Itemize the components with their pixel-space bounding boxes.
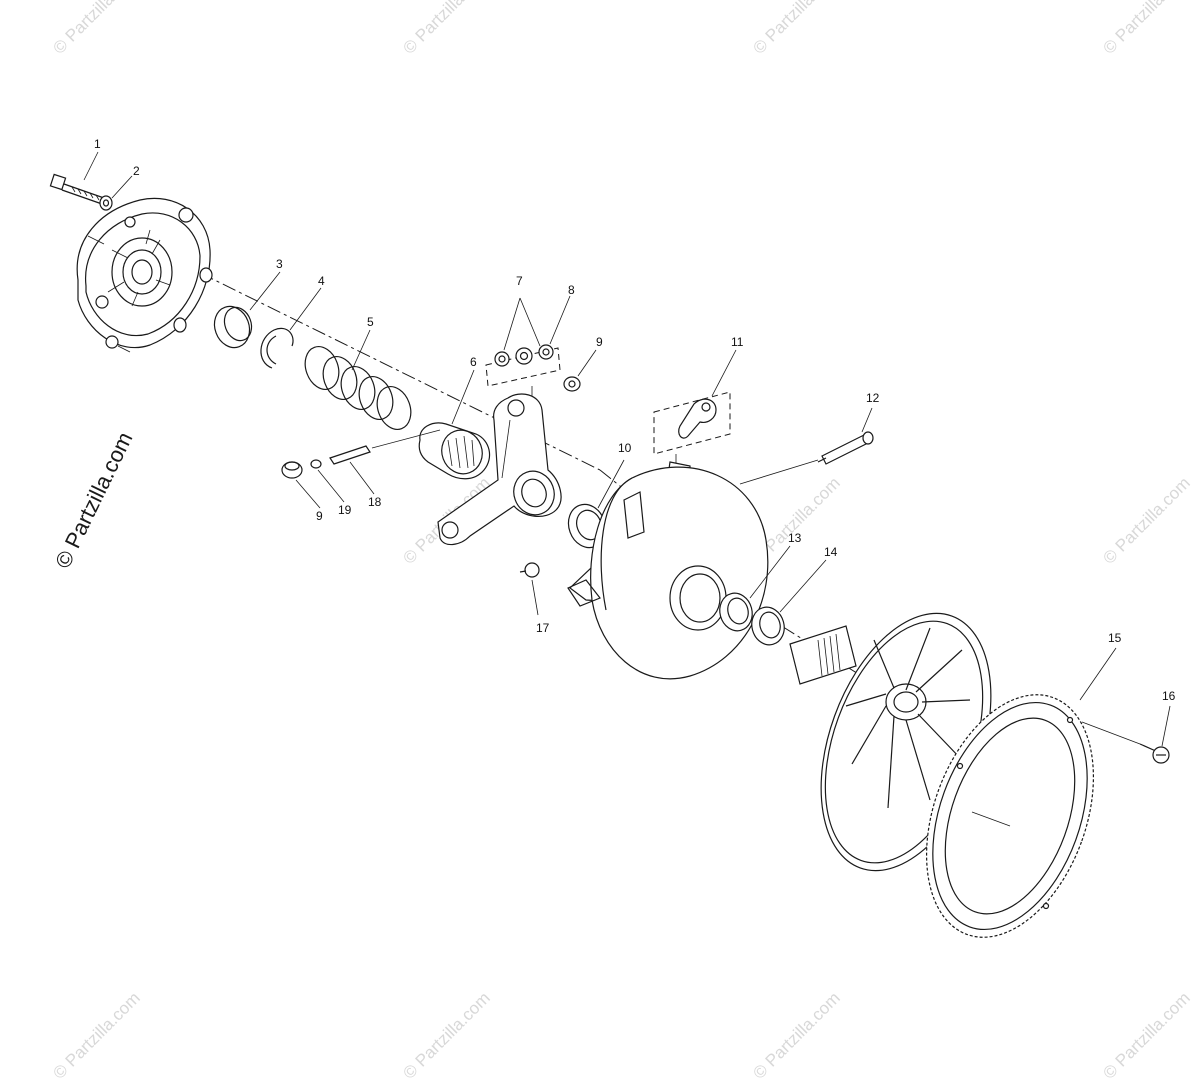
callout-3: 3 bbox=[276, 257, 283, 271]
callout-9-top: 9 bbox=[596, 335, 603, 349]
part-clutch-cover bbox=[76, 197, 213, 353]
callout-6: 6 bbox=[470, 355, 477, 369]
part-ring-gear bbox=[925, 647, 1117, 938]
callout-labels: 1 2 3 4 5 6 7 8 9 10 11 12 13 14 15 16 1… bbox=[94, 137, 1176, 703]
part-sheave-bushing bbox=[719, 545, 791, 632]
watermark: © Partzilla.com bbox=[1099, 473, 1193, 567]
part-roller-set bbox=[485, 295, 571, 398]
watermark: © Partzilla.com bbox=[399, 988, 493, 1082]
part-spring bbox=[304, 329, 412, 430]
watermark: © Partzilla.com bbox=[49, 988, 143, 1082]
callout-2: 2 bbox=[133, 164, 140, 178]
watermark: © Partzilla.com bbox=[749, 988, 843, 1082]
part-moveable-sheave bbox=[567, 461, 769, 680]
callout-15: 15 bbox=[1108, 631, 1122, 645]
sheave-spokes bbox=[845, 627, 971, 809]
callout-17: 17 bbox=[536, 621, 550, 635]
part-screw bbox=[1081, 705, 1171, 764]
callout-18: 18 bbox=[368, 495, 382, 509]
callout-8: 8 bbox=[568, 283, 575, 297]
part-plug-assembly bbox=[281, 429, 441, 509]
part-clip bbox=[653, 349, 737, 472]
watermark: © Partzilla.com bbox=[49, 0, 143, 58]
part-bolt bbox=[49, 151, 105, 205]
callout-13: 13 bbox=[788, 531, 802, 545]
partzilla-watermark-main: © Partzilla.com bbox=[50, 428, 137, 572]
callout-4: 4 bbox=[318, 274, 325, 288]
callout-1: 1 bbox=[94, 137, 101, 151]
part-nut-top bbox=[563, 349, 597, 392]
part-small-nut bbox=[519, 562, 540, 616]
callout-19: 19 bbox=[338, 503, 352, 517]
part-seal bbox=[751, 559, 827, 646]
part-snap-ring bbox=[260, 287, 322, 369]
callout-7: 7 bbox=[516, 274, 523, 288]
callout-12: 12 bbox=[866, 391, 880, 405]
part-bushing bbox=[213, 271, 281, 349]
callout-5: 5 bbox=[367, 315, 374, 329]
watermark: © Partzilla.com bbox=[749, 0, 843, 58]
watermark: © Partzilla.com bbox=[399, 0, 493, 58]
callout-14: 14 bbox=[824, 545, 838, 559]
callout-10: 10 bbox=[618, 441, 632, 455]
callout-11: 11 bbox=[731, 335, 744, 349]
part-pin bbox=[739, 407, 874, 485]
part-washer bbox=[99, 175, 133, 211]
callout-9-bottom: 9 bbox=[316, 509, 323, 523]
part-cam-arm bbox=[437, 393, 562, 546]
watermark: © Partzilla.com bbox=[1099, 988, 1193, 1082]
part-cam-housing bbox=[418, 369, 491, 480]
callout-16: 16 bbox=[1162, 689, 1176, 703]
watermark: © Partzilla.com bbox=[1099, 0, 1193, 58]
